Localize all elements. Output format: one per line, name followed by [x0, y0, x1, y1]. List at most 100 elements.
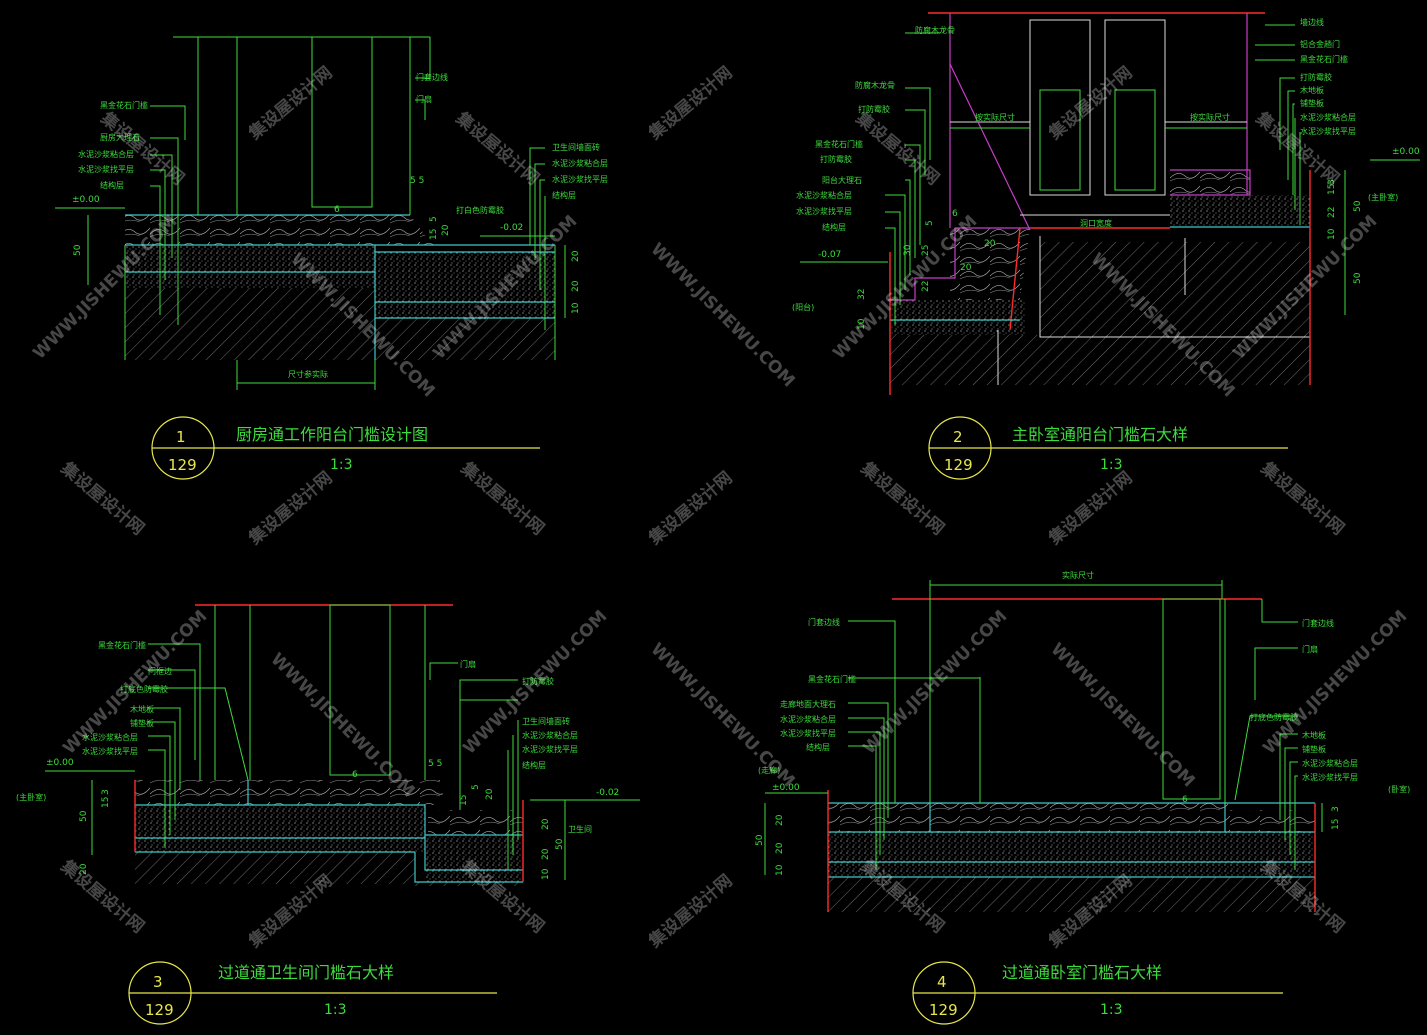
d4-number: 4	[937, 973, 947, 991]
d4-dim-15: 15	[1331, 819, 1341, 830]
watermark-cn-1: 集设屋设计网	[244, 62, 336, 144]
d1-dim-5: 5	[429, 216, 439, 222]
d3-mortar-left	[135, 805, 425, 852]
d1-label-right-3: 水泥沙浆找平层	[552, 174, 608, 184]
d3-level-right: -0.02	[596, 788, 619, 798]
d2-dim-6: 6	[952, 209, 958, 219]
watermark-en-14: WWW.JISHEWU.COM	[1046, 639, 1198, 791]
d1-label-right-top-2: 门扇	[416, 94, 432, 104]
detail-2-drawing: 防腐木龙骨 防腐木龙骨 打防霉胶 黑金花石门槛 打防霉胶 阳台大理石 水泥沙浆粘…	[792, 12, 1420, 480]
d2-level-left: -0.07	[818, 250, 841, 260]
watermark-cn-10: 集设屋设计网	[1044, 467, 1136, 549]
d1-mortar-left	[125, 245, 375, 288]
d2-label-left-1: 防腐木龙骨	[915, 25, 955, 35]
watermark-en-6: WWW.JISHEWU.COM	[646, 239, 798, 391]
d3-label-right-1: 门扇	[460, 659, 476, 669]
d2-dim-20a: 20	[984, 239, 996, 249]
d1-dim-20b: 20	[571, 280, 581, 292]
d1-threshold-stone	[125, 215, 440, 245]
d2-label-left-3: 打防霉胶	[858, 104, 890, 114]
d2-sliding-door-1	[1029, 19, 1091, 196]
d2-dim-15: 15	[1327, 184, 1337, 195]
d2-dim-25: 25	[921, 245, 931, 256]
d2-label-right-5: 木地板	[1300, 85, 1324, 95]
watermark-cn-11: 集设屋设计网	[56, 457, 148, 539]
d2-dim-30: 30	[903, 244, 913, 256]
d3-sheet: 129	[145, 1001, 174, 1019]
d4-dim-3: 3	[1331, 806, 1341, 812]
d1-dim-15: 15	[429, 229, 439, 240]
d2-sliding-door-2	[1104, 19, 1166, 196]
d1-label-left-5: 结构层	[100, 180, 124, 190]
d3-title: 过道通卫生间门槛石大样	[218, 963, 394, 982]
watermark-cn-12: 集设屋设计网	[456, 457, 548, 539]
d4-sheet: 129	[929, 1001, 958, 1019]
d3-dim-15b: 15	[459, 795, 469, 806]
d1-label-right-4: 结构层	[552, 190, 576, 200]
d4-label-left-3: 走廊地面大理石	[780, 699, 836, 709]
d2-label-right-1: 墙边线	[1300, 17, 1324, 27]
d3-dim-20d: 20	[541, 848, 551, 860]
d3-scale: 1:3	[324, 1002, 347, 1018]
d4-label-left-5: 水泥沙浆找平层	[780, 728, 836, 738]
d4-label-right-2: 门扇	[1302, 644, 1318, 654]
d3-label-right-6: 结构层	[522, 760, 546, 770]
d2-sheet: 129	[944, 456, 973, 474]
d4-room-right: (卧室)	[1388, 784, 1410, 794]
d1-dim-10: 10	[571, 302, 581, 314]
d2-note-center: 洞口宽度	[1080, 218, 1112, 228]
d1-structure-left	[125, 288, 375, 360]
watermark-en-12: WWW.JISHEWU.COM	[266, 649, 418, 801]
d4-structure	[828, 877, 1315, 912]
d3-dim-3: 3	[101, 789, 111, 795]
d1-scale: 1:3	[330, 457, 353, 473]
watermark-en-10: WWW.JISHEWU.COM	[859, 607, 1011, 759]
d4-level-left: ±0.00	[772, 783, 800, 793]
watermark-cn-8: 集设屋设计网	[244, 467, 336, 549]
d4-dim-10: 10	[775, 864, 785, 876]
d2-mortar-right	[1170, 195, 1310, 227]
d4-door-leaf	[1162, 598, 1221, 800]
d3-mortar-right	[425, 835, 523, 882]
d3-dim-20a: 20	[79, 863, 89, 875]
d2-level-right: ±0.00	[1392, 147, 1420, 157]
d3-label-left-1: 黑金花石门槛	[98, 640, 146, 650]
detail-3-drawing: 黑金花石门槛 门框边 打底色防霉胶 木地板 铺垫板 水泥沙浆粘合层 水泥沙浆找平…	[16, 604, 640, 1025]
watermark-cn-9: 集设屋设计网	[644, 467, 736, 549]
d2-label-right-2: 铝合金趟门	[1300, 39, 1340, 49]
d2-label-right-4: 打防霉胶	[1300, 72, 1332, 82]
d1-dim-55: 5 5	[410, 176, 424, 186]
d1-structure-right	[375, 318, 555, 360]
d2-dim-10b: 10	[1327, 228, 1337, 240]
watermark-cn-14: 集设屋设计网	[1256, 457, 1348, 539]
d1-mortar-right	[375, 252, 555, 318]
d1-dim-bottom: 尺寸参实际	[288, 369, 328, 379]
d1-dim-20a: 20	[571, 250, 581, 262]
d2-title: 主卧室通阳台门槛石大样	[1012, 425, 1188, 444]
d3-label-left-4: 木地板	[130, 704, 154, 714]
d3-structure-left	[135, 852, 415, 884]
d1-label-right-top-1: 门套边线	[416, 72, 448, 82]
d3-bathroom-tile	[428, 810, 523, 835]
d3-wood-floor	[135, 780, 248, 805]
d4-dim-6: 6	[1182, 795, 1188, 805]
d3-dim-55: 5 5	[428, 759, 442, 769]
d2-wood-floor	[1170, 170, 1250, 195]
d1-dim-50: 50	[73, 244, 83, 256]
d1-label-right-1: 卫生间墙面砖	[552, 142, 600, 152]
watermark-en-11: WWW.JISHEWU.COM	[1259, 607, 1411, 759]
d2-structure-right	[1040, 242, 1310, 337]
d4-label-left-1: 门套边线	[808, 617, 840, 627]
d2-threshold-stone	[950, 228, 1030, 300]
d2-dim-5: 5	[925, 220, 935, 226]
d3-label-right-5: 水泥沙浆找平层	[522, 744, 578, 754]
d4-mortar	[828, 832, 1315, 877]
d1-note-glue: 打白色防霉胶	[456, 205, 504, 215]
d4-dim-20a: 20	[775, 814, 785, 826]
d4-label-left-6: 结构层	[806, 742, 830, 752]
d2-room-left: (阳台)	[792, 302, 814, 312]
d3-dim-5: 5	[471, 784, 481, 790]
d2-dim-22b: 22	[1327, 207, 1337, 218]
d4-scale: 1:3	[1100, 1002, 1123, 1018]
